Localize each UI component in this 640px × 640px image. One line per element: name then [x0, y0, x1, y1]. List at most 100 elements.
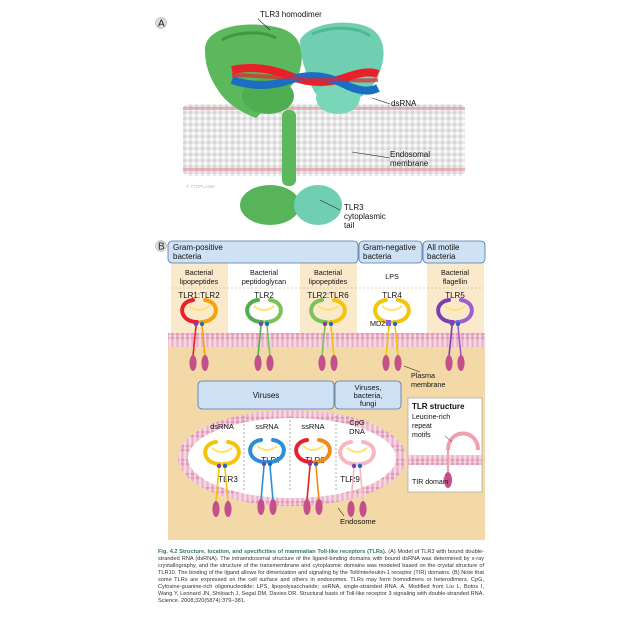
- surface-receptor-4-lrr-left: [373, 298, 392, 324]
- surface-receptor-5-linker-l: [449, 321, 455, 327]
- surface-receptors: [180, 298, 474, 327]
- endosomal-receptor-2-lrr-left: [248, 438, 267, 464]
- endosomal-receptor-4-ligand: [346, 447, 368, 453]
- surface-receptor-1-stalk-l: [192, 325, 197, 357]
- structure-lrr-l2: repeat: [412, 423, 432, 430]
- endosomal-receptor-3-tir-r: [315, 499, 323, 515]
- endosomal-receptor-2-tir-r: [269, 499, 277, 515]
- header-motile-l1: All motile: [427, 243, 460, 252]
- endosomal-receptor-2-stalk-r: [269, 465, 274, 501]
- endosome-label: Endosome: [340, 517, 376, 526]
- header-gram-negative-l2: bacteria: [363, 252, 392, 261]
- plasma-leader: [403, 365, 421, 373]
- tlr-label-2: TLR2: [254, 291, 274, 300]
- ligand-3-l1: Bacterial: [314, 268, 342, 277]
- header-viruses-label: Viruses: [253, 391, 280, 400]
- header-viruses-bacteria-fungi: [334, 380, 402, 410]
- ligand-4-l1: LPS: [385, 272, 399, 281]
- surface-receptor-1-ligand: [188, 305, 210, 311]
- structure-title: TLR structure: [412, 402, 465, 411]
- endo-ligand-4-l1: CpG: [349, 418, 365, 427]
- structure-lrr-leader: [444, 435, 453, 443]
- surface-receptor-3-tir-r: [330, 355, 338, 371]
- surface-receptor-3-tir-l: [318, 355, 326, 371]
- surface-receptor-2-lrr-left: [245, 298, 264, 324]
- endosome-leader: [337, 507, 345, 517]
- surface-receptor-5-lrr-right: [455, 298, 474, 324]
- endosomal-receptor-4: [338, 440, 376, 517]
- panel-b: B Gram-positive bacteria Gram-negative b…: [155, 240, 486, 540]
- endo-ligand-3: ssRNA: [301, 422, 324, 431]
- surface-receptor-1-lrr-right: [199, 298, 218, 324]
- ligand-3-l2: lipopeptides: [309, 277, 348, 286]
- surface-receptor-2-tir-l: [254, 355, 262, 371]
- panel-b-letter: B: [158, 242, 165, 253]
- endo-ligand-2: ssRNA: [255, 422, 278, 431]
- header-gram-positive-l2: bacteria: [173, 252, 202, 261]
- watermark: © TTOPLASM: [186, 183, 215, 189]
- md2-protein: [386, 320, 391, 326]
- surface-receptor-5-tir-r: [457, 355, 465, 371]
- panel-a-badge: [155, 17, 167, 29]
- surface-receptor-4-stalk-l: [385, 325, 390, 357]
- endosomal-receptor-4-lrr-left: [338, 440, 357, 466]
- surface-receptor-3-linker-r: [328, 321, 334, 327]
- figure-number: Fig. 4.2: [158, 549, 178, 555]
- endosomal-receptor-4-lrr-right: [357, 440, 376, 466]
- figure-caption-body: (A) Model of TLR3 with bound double-stra…: [158, 549, 484, 605]
- surface-receptor-5-linker-r: [455, 321, 461, 327]
- header-gram-positive: [167, 240, 359, 264]
- tlr-label-4: TLR4: [382, 291, 402, 300]
- header-motile: [422, 240, 486, 264]
- endosomal-receptor-3-lrr-right: [313, 438, 332, 464]
- endosomal-membrane-slab: [183, 104, 465, 176]
- dsrna-label: dsRNA: [391, 99, 417, 108]
- structure-membrane: [408, 455, 482, 465]
- surface-receptor-1-tir-r: [201, 355, 209, 371]
- ligand-1-l2: lipopeptides: [180, 277, 219, 286]
- header-gram-negative: [358, 240, 423, 264]
- header-motile-l2: bacteria: [427, 252, 456, 261]
- endo-ligand-4-l2: DNA: [349, 427, 365, 436]
- ligand-2-l1: Bacterial: [250, 268, 278, 277]
- surface-receptor-4-ligand: [381, 305, 403, 311]
- endosomal-receptor-4-tir-r: [359, 501, 367, 517]
- panel-b-badge: [155, 240, 167, 252]
- surface-receptor-2-tir-r: [266, 355, 274, 371]
- homodimer-label: TLR3 homodimer: [260, 10, 322, 19]
- endosomal-receptor-1-stalk-l: [215, 467, 220, 503]
- endosomal-receptor-1-tir-r: [224, 501, 232, 517]
- surface-receptor-2-stalk-l: [257, 325, 262, 357]
- ligand-5-l1: Bacterial: [441, 268, 469, 277]
- surface-receptor-2-linker-l: [258, 321, 264, 327]
- endosomal-receptor-1-stalk-r: [224, 467, 229, 503]
- panel-a-letter: A: [158, 19, 165, 30]
- surface-receptor-2-stalk-r: [266, 325, 271, 357]
- endosomal-receptor-3-linker-r: [313, 461, 319, 467]
- panel-a: A TLR3 homodimer dsRNA: [155, 10, 465, 230]
- endo-ligand-1: dsRNA: [210, 422, 234, 431]
- endosomal-receptor-3-linker-l: [307, 461, 313, 467]
- endosomal-receptor-1-ligand: [211, 447, 233, 453]
- endosomal-receptor-1-lrr-left: [203, 440, 222, 466]
- surface-receptor-5-ligand: [444, 305, 466, 311]
- endosomal-receptor-2-ligand: [256, 445, 278, 451]
- tail-leader: [319, 199, 341, 211]
- endosomal-receptor-4-stalk-r: [359, 467, 364, 503]
- surface-receptor-4-tir-r: [394, 355, 402, 371]
- plasma-membrane: [168, 333, 485, 347]
- plasma-label-2: membrane: [411, 380, 445, 389]
- endosomal-receptors: [203, 438, 376, 517]
- plasma-label-1: Plasma: [411, 371, 435, 380]
- ligand-5-l2: flagellin: [443, 277, 467, 286]
- endosomal-receptor-1-linker-l: [216, 463, 222, 469]
- membrane-headgroups-bottom: [183, 168, 465, 171]
- surface-receptor-1-linker-r: [199, 321, 205, 327]
- tlr-label-1: TLR1:TLR2: [178, 291, 220, 300]
- surface-receptor-3-stalk-l: [321, 325, 326, 357]
- endosomal-receptor-4-linker-l: [351, 463, 357, 469]
- structure-lrr-l3: motifs: [412, 432, 431, 439]
- surface-receptor-2-lrr-right: [264, 298, 283, 324]
- tail-label-1: TLR3: [344, 203, 364, 212]
- ligand-1-l1: Bacterial: [185, 268, 213, 277]
